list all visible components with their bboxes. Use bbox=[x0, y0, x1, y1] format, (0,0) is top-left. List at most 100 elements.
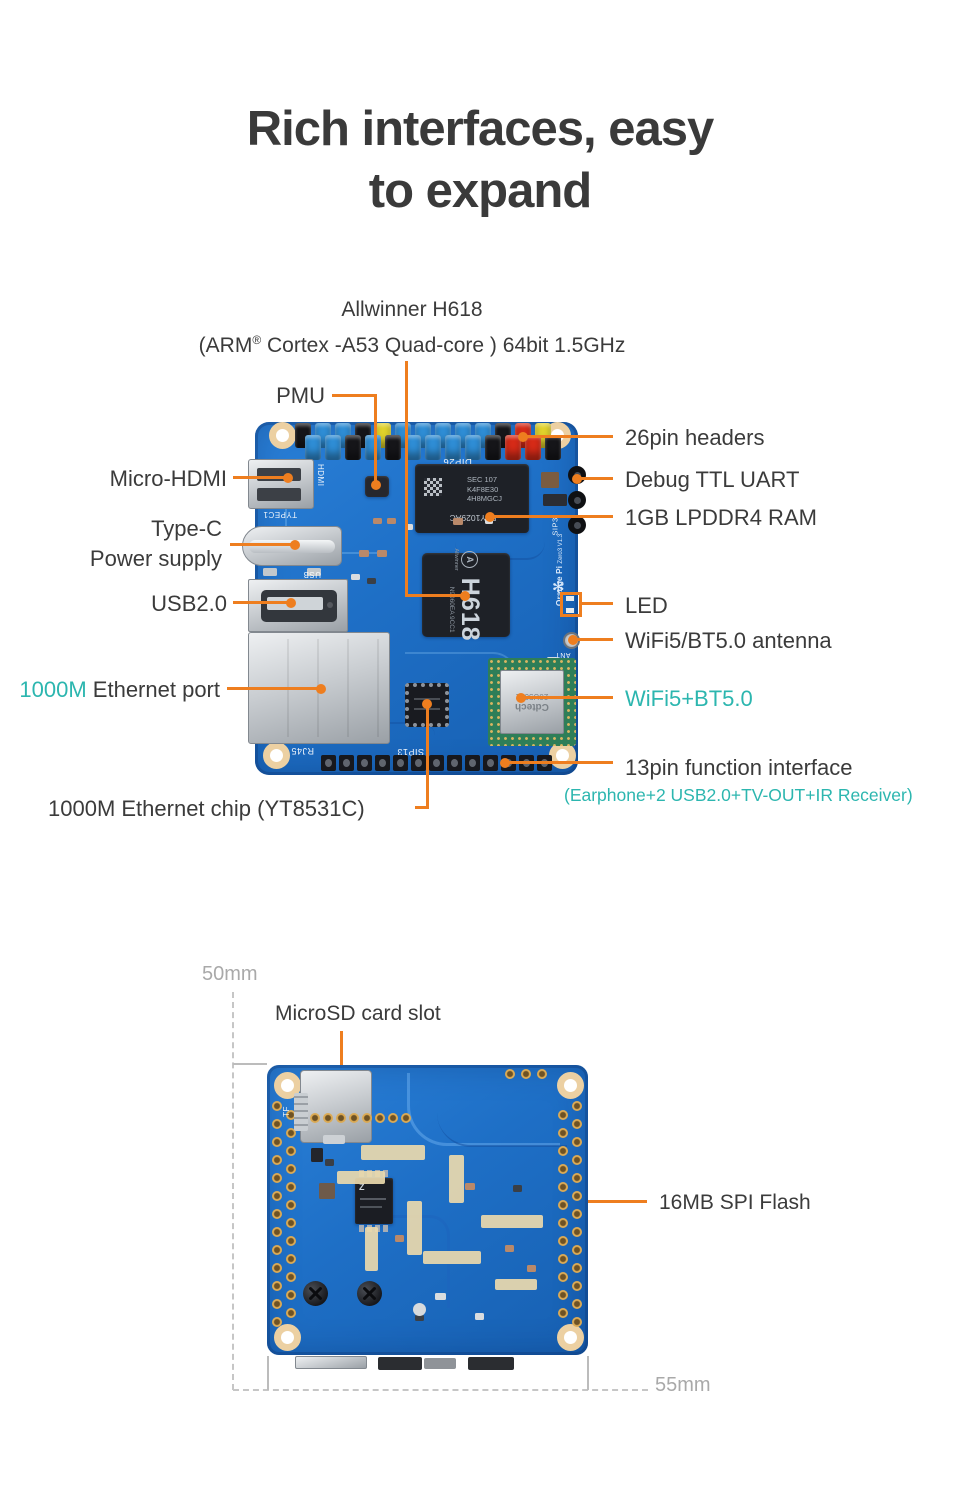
dimension-tick bbox=[233, 1063, 267, 1065]
orange-pi-logo-icon: ✻ bbox=[552, 579, 565, 596]
passive-component bbox=[377, 550, 387, 557]
leader-line bbox=[332, 394, 377, 397]
passive-component bbox=[465, 1183, 475, 1190]
silkscreen-rj45: RJ45 bbox=[291, 746, 315, 756]
leader-dot bbox=[500, 758, 510, 768]
solder-pad bbox=[310, 1113, 320, 1123]
solder-pad bbox=[272, 1191, 282, 1201]
callout-13pin-note: (Earphone+2 USB2.0+TV-OUT+IR Receiver) bbox=[564, 785, 913, 805]
usb2-hole bbox=[327, 602, 333, 608]
function-pin bbox=[429, 755, 444, 771]
silkscreen-tf: TF bbox=[281, 1106, 291, 1117]
leader-dot bbox=[286, 598, 296, 608]
gpio-header-26pin-row2 bbox=[305, 435, 561, 460]
mounting-hole bbox=[269, 422, 296, 449]
solder-pad bbox=[272, 1101, 282, 1111]
flash-logo: Z bbox=[359, 1182, 365, 1192]
solder-pad bbox=[286, 1182, 296, 1192]
solder-pad bbox=[521, 1069, 531, 1079]
leader-dot bbox=[485, 512, 495, 522]
micro-hdmi-connector bbox=[248, 459, 314, 509]
inductor-component bbox=[541, 472, 559, 488]
function-header-13pin bbox=[321, 755, 552, 771]
chip-pin bbox=[359, 1225, 364, 1232]
callout-micro-hdmi: Micro-HDMI bbox=[109, 466, 227, 491]
led-bracket bbox=[560, 592, 582, 617]
microsd-contacts bbox=[310, 1113, 411, 1123]
solder-pad bbox=[323, 1113, 333, 1123]
soc-callout-line2: (ARM® Cortex -A53 Quad-core ) 64bit 1.5G… bbox=[198, 333, 626, 357]
dimension-width-line bbox=[233, 1389, 648, 1391]
passive-component bbox=[387, 518, 396, 524]
solder-pad bbox=[388, 1113, 398, 1123]
leader-line bbox=[233, 476, 286, 479]
spi-flash-chip: Z bbox=[355, 1170, 393, 1232]
leader-dot bbox=[371, 480, 381, 490]
pcb-trace bbox=[407, 1073, 560, 1146]
mounting-hole bbox=[557, 1072, 584, 1099]
solder-pad bbox=[272, 1173, 282, 1183]
solder-pad bbox=[272, 1137, 282, 1147]
callout-26pin-headers: 26pin headers bbox=[625, 425, 765, 450]
dimension-tick bbox=[587, 1356, 589, 1390]
solder-pad bbox=[572, 1173, 582, 1183]
function-pin bbox=[393, 755, 408, 771]
leader-line bbox=[577, 638, 613, 641]
solder-pad bbox=[537, 1069, 547, 1079]
leader-line bbox=[527, 435, 613, 438]
passive-component bbox=[373, 518, 382, 524]
header-pin bbox=[525, 435, 541, 460]
solder-pad bbox=[272, 1155, 282, 1165]
function-pin bbox=[375, 755, 390, 771]
callout-ethernet-chip: 1000M Ethernet chip (YT8531C) bbox=[48, 796, 365, 821]
header-pin bbox=[305, 435, 321, 460]
solder-pad bbox=[286, 1290, 296, 1300]
solder-pad bbox=[572, 1119, 582, 1129]
solder-pad bbox=[558, 1254, 568, 1264]
solder-pad bbox=[286, 1128, 296, 1138]
usb2-slot bbox=[261, 590, 337, 622]
copper-pad bbox=[423, 1251, 481, 1264]
edge-connector bbox=[424, 1358, 456, 1369]
page-title-line1: Rich interfaces, easy bbox=[246, 102, 715, 156]
hdmi-slot bbox=[257, 468, 301, 481]
throughhole-pads-right bbox=[558, 1110, 568, 1318]
header-pin bbox=[485, 435, 501, 460]
callout-ethernet-port: 1000M Ethernet port bbox=[19, 677, 220, 702]
solder-pad bbox=[572, 1245, 582, 1255]
dimension-width-label: 55mm bbox=[655, 1374, 711, 1396]
solder-pad bbox=[375, 1113, 385, 1123]
connector-tab bbox=[307, 568, 321, 576]
callout-type-c: Type-C bbox=[151, 516, 222, 541]
uart-pin bbox=[568, 516, 586, 534]
header-pin bbox=[325, 435, 341, 460]
hdmi-slot bbox=[257, 488, 301, 501]
mounting-hole bbox=[263, 742, 290, 769]
copper-pad bbox=[365, 1227, 378, 1271]
copper-pad bbox=[495, 1279, 537, 1290]
passive-component bbox=[415, 1315, 424, 1321]
solder-pad bbox=[272, 1227, 282, 1237]
throughhole-pads-left bbox=[272, 1101, 282, 1327]
microsd-tab bbox=[323, 1135, 345, 1144]
leader-line bbox=[509, 761, 613, 764]
flash-marking bbox=[360, 1206, 382, 1208]
solder-pad bbox=[286, 1254, 296, 1264]
solder-pad bbox=[286, 1308, 296, 1318]
mounting-hole bbox=[557, 1324, 584, 1351]
function-pin bbox=[321, 755, 336, 771]
copper-pad bbox=[407, 1201, 422, 1255]
solder-pad bbox=[558, 1290, 568, 1300]
solder-pad bbox=[558, 1272, 568, 1282]
dimension-tick bbox=[267, 1356, 269, 1390]
solder-pad bbox=[272, 1245, 282, 1255]
function-pin bbox=[357, 755, 372, 771]
leader-line bbox=[405, 361, 408, 597]
screw bbox=[303, 1281, 328, 1306]
callout-spi-flash: 16MB SPI Flash bbox=[659, 1191, 811, 1214]
leader-dot bbox=[460, 591, 470, 601]
soc-model-text: H618 bbox=[456, 577, 484, 642]
passive-component bbox=[475, 1313, 484, 1320]
solder-pad bbox=[572, 1299, 582, 1309]
passive-component bbox=[527, 1265, 536, 1272]
